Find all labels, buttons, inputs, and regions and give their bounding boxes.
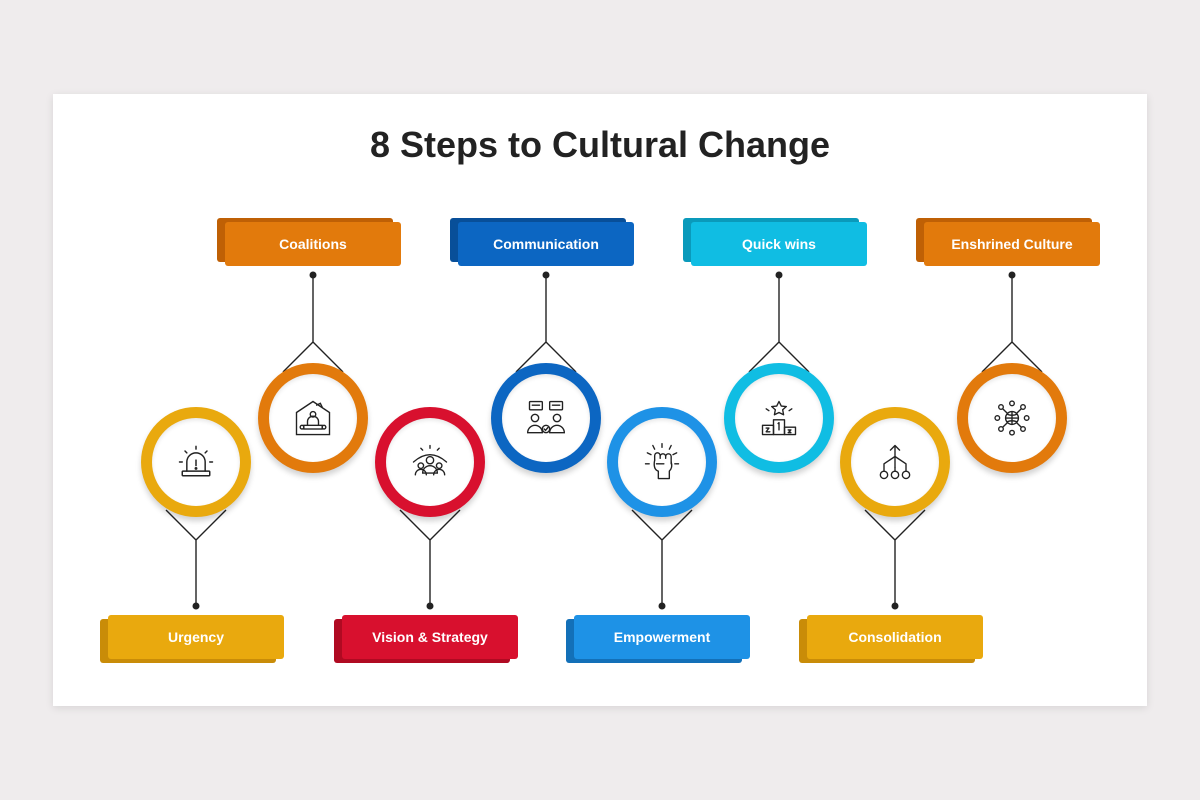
- step-3-label: Vision & Strategy: [334, 615, 518, 663]
- step-8-label: Enshrined Culture: [916, 218, 1100, 266]
- step-7-circle: [840, 407, 950, 517]
- hierarchy-arrow-icon: [879, 444, 911, 480]
- raised-fist-icon: [644, 442, 680, 480]
- step-2-label: Coalitions: [217, 218, 401, 266]
- step-1-circle: [141, 407, 251, 517]
- alarm-siren-icon: [178, 445, 214, 477]
- page-title: 8 Steps to Cultural Change: [369, 124, 831, 165]
- step-7-label: Consolidation: [799, 615, 983, 663]
- step-5-label: Empowerment: [566, 615, 750, 663]
- step-1-label: Urgency: [100, 615, 284, 663]
- vision-group-icon: [412, 444, 448, 476]
- step-6-label: Quick wins: [683, 218, 867, 266]
- step-4-circle: [491, 363, 601, 473]
- step-4-label: Communication: [450, 218, 634, 266]
- global-people-icon: [994, 400, 1030, 436]
- podium-star-icon: [761, 400, 797, 436]
- step-6-circle: [724, 363, 834, 473]
- conversation-icon: [526, 400, 566, 434]
- step-5-circle: [607, 407, 717, 517]
- step-3-circle: [375, 407, 485, 517]
- step-2-circle: [258, 363, 368, 473]
- step-8-circle: [957, 363, 1067, 473]
- team-meeting-icon: [295, 400, 331, 436]
